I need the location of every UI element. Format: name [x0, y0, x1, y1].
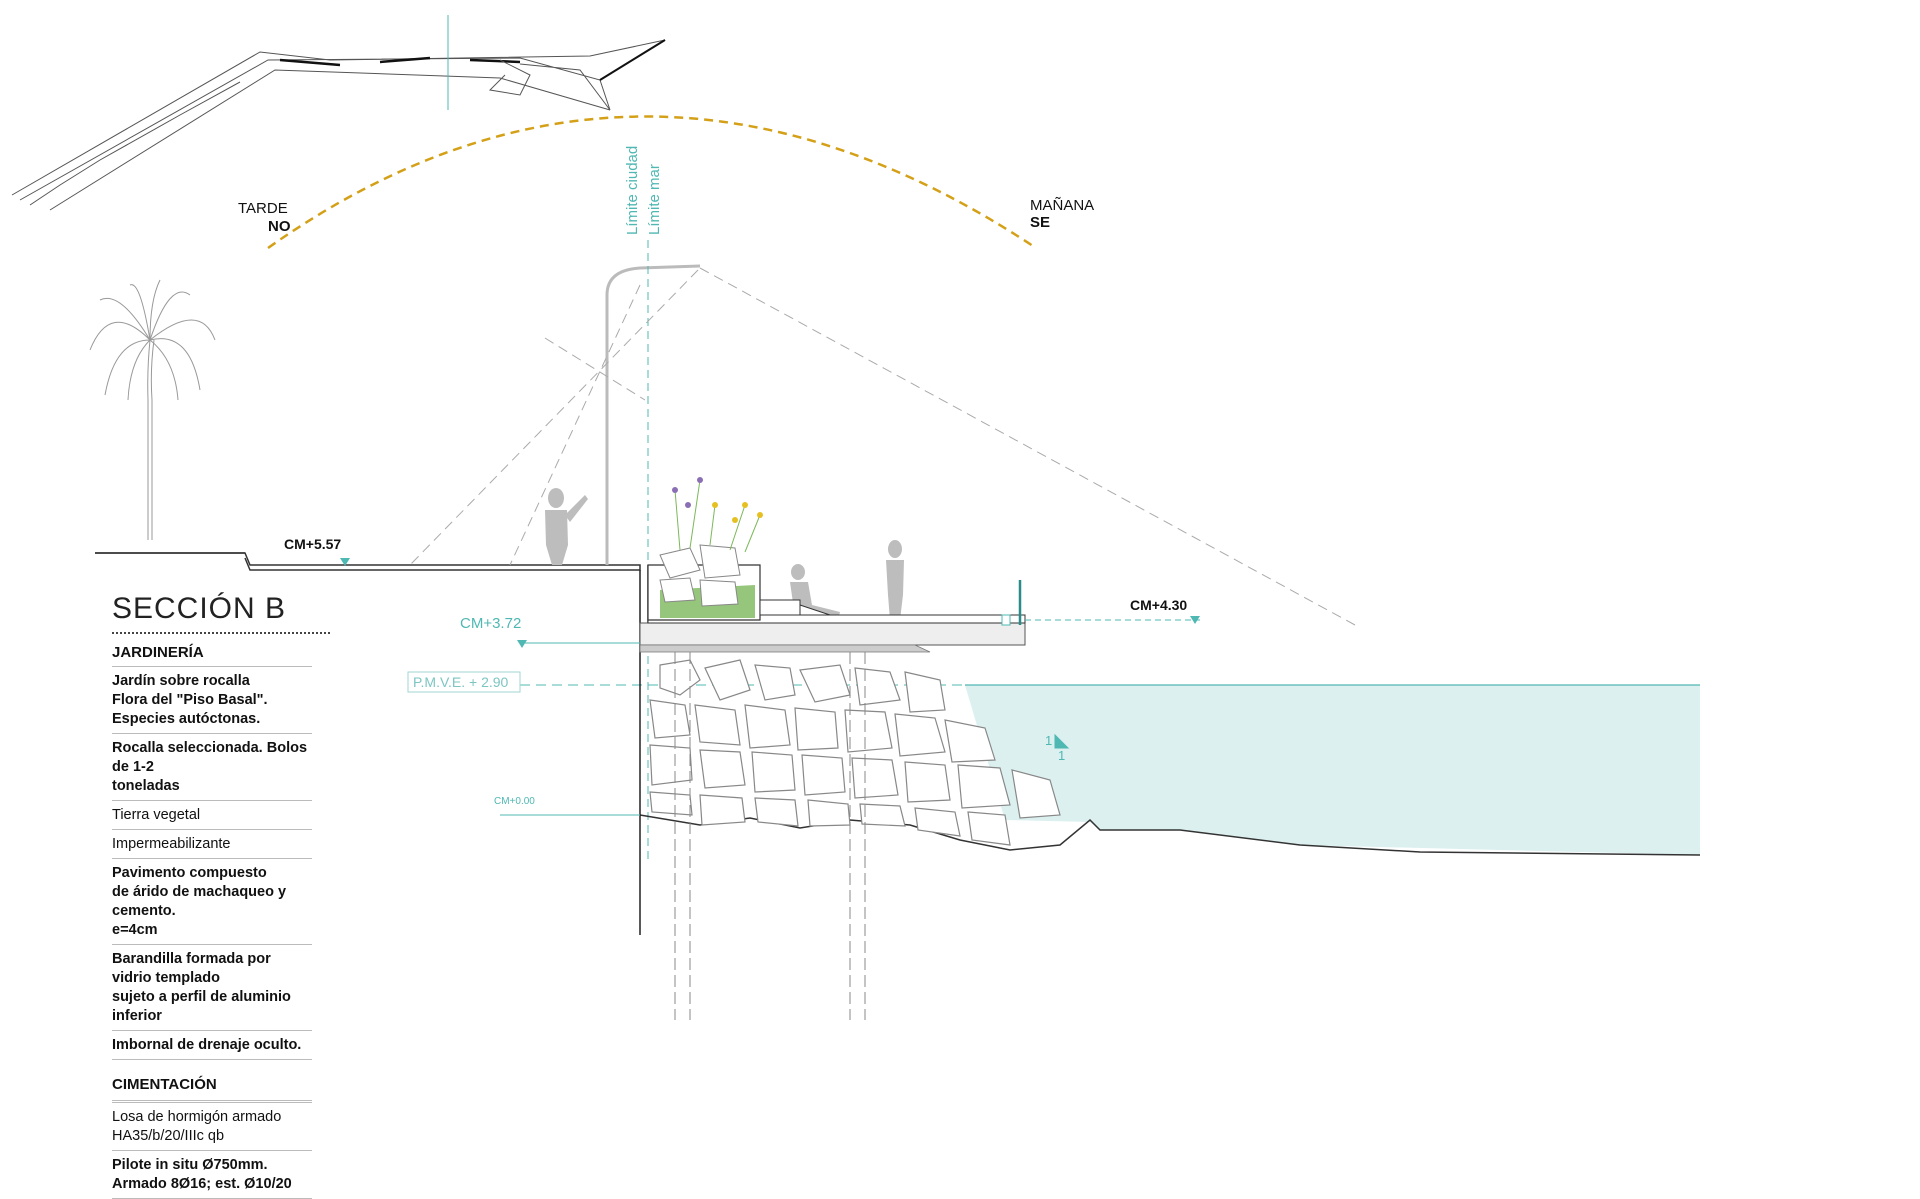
palm-tree	[89, 279, 216, 540]
sun-path-arc	[267, 115, 1037, 250]
legend-item: Barandilla formada por vidrio templado s…	[112, 945, 312, 1031]
slope-h: 1	[1058, 748, 1066, 763]
legend-item: Impermeabilizante	[112, 830, 312, 859]
promenade-ground	[95, 552, 641, 571]
people	[545, 488, 904, 620]
legend-item: Rocalla seleccionada. Bolos de 1-2 tonel…	[112, 734, 312, 801]
level-pmve: P.M.V.E. + 2.90	[413, 674, 509, 690]
level-slab: CM+3.72	[460, 615, 522, 632]
slope-v: 1	[1045, 733, 1053, 748]
level-deck: CM+4.30	[1130, 597, 1188, 613]
legend-item: Tierra vegetal	[112, 801, 312, 830]
limit-sea-label: Límite mar	[646, 164, 663, 235]
legend-heading-jardineria: JARDINERÍA	[112, 644, 312, 667]
limit-city-label: Límite ciudad	[624, 145, 641, 235]
legend-item: Jardín sobre rocalla Flora del "Piso Bas…	[112, 667, 312, 734]
section-drawing	[11, 15, 1701, 1020]
level-leaders	[407, 619, 1200, 816]
deck-slab	[639, 580, 1026, 653]
legend-item: Pilote in situ Ø750mm. Armado 8Ø16; est.…	[112, 1151, 312, 1199]
level-markers	[340, 558, 1200, 648]
legend-item: Imbornal de drenaje oculto.	[112, 1031, 312, 1060]
garden-flowers	[674, 479, 761, 553]
sight-lines	[409, 267, 1356, 626]
sea-water	[965, 685, 1700, 855]
seawall	[639, 565, 649, 935]
rock-rubble	[649, 659, 1061, 846]
sun-morning-label: MAÑANA	[1030, 197, 1095, 214]
piles	[674, 652, 866, 1020]
sun-evening-dir: NO	[268, 218, 291, 235]
legend-heading-cimentacion: CIMENTACIÓN	[112, 1076, 312, 1103]
level-zero: CM+0.00	[494, 796, 535, 807]
sun-morning-dir: SE	[1030, 214, 1051, 231]
legend-item: Pavimento compuesto de árido de machaque…	[112, 859, 312, 945]
section-legend: SECCIÓN B JARDINERÍA Jardín sobre rocall…	[112, 592, 432, 1199]
flower-heads	[672, 477, 763, 523]
garden-rocks	[659, 544, 741, 607]
legend-item: Losa de hormigón armado HA35/b/20/IIIc q…	[112, 1103, 312, 1151]
lamp-post	[605, 264, 701, 565]
section-title: SECCIÓN B	[112, 592, 330, 634]
key-plan	[11, 15, 666, 211]
level-promenade: CM+5.57	[284, 536, 342, 552]
sun-evening-label: TARDE	[238, 200, 288, 217]
